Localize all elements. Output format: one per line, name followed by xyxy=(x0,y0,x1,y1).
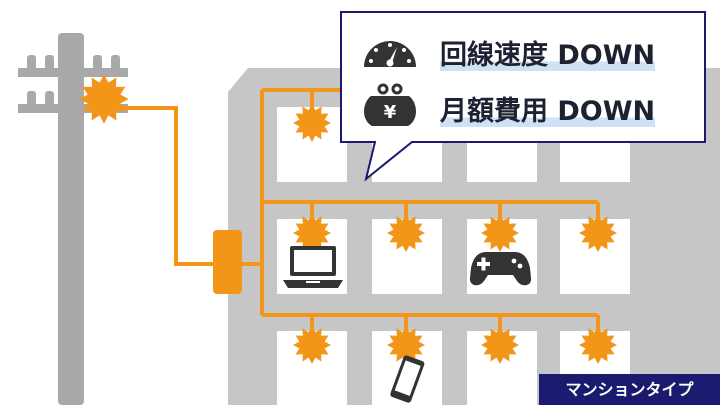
coin-purse-yen-icon: ¥ xyxy=(364,83,416,126)
speed-down-label: 回線速度 DOWN xyxy=(440,33,656,72)
game-controller-icon xyxy=(469,252,532,286)
type-badge: マンションタイプ xyxy=(539,374,720,405)
smartphone-icon xyxy=(390,355,425,403)
speed-down-text: 回線速度 DOWN xyxy=(440,40,656,71)
splitter-box xyxy=(213,230,242,294)
utility-pole xyxy=(18,33,128,405)
speedometer-icon xyxy=(364,40,417,67)
cost-down-text: 月額費用 DOWN xyxy=(440,96,656,127)
pole-congestion-burst xyxy=(79,74,129,124)
laptop-icon xyxy=(283,246,343,288)
yen-symbol: ¥ xyxy=(384,102,397,123)
cost-down-label: 月額費用 DOWN xyxy=(440,89,656,128)
